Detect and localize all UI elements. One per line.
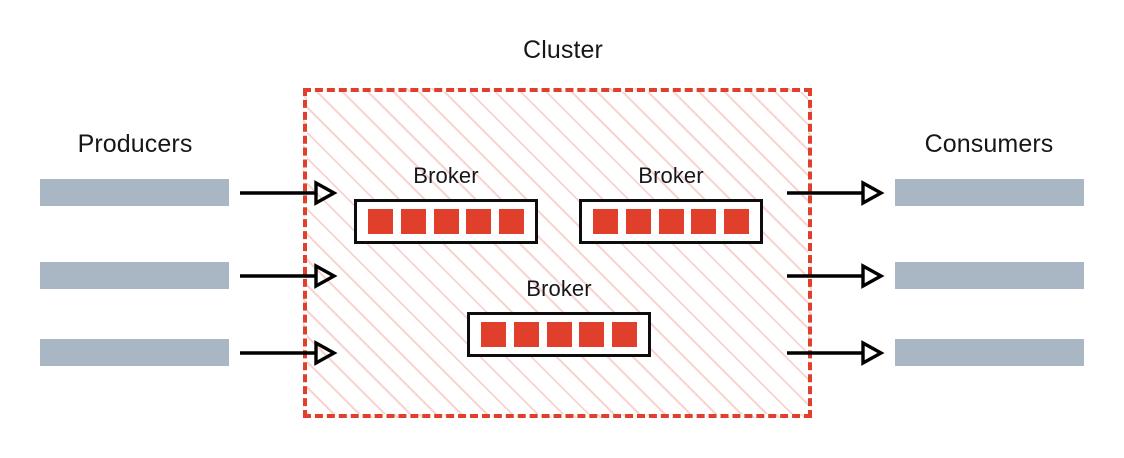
broker-1-label: Broker <box>413 163 479 188</box>
partition-cell <box>481 322 506 347</box>
consumer-arrow-3 <box>787 338 885 368</box>
broker-2[interactable] <box>579 199 763 244</box>
partition-cell <box>612 322 637 347</box>
partition-cell <box>658 209 684 234</box>
partition-cell <box>433 209 459 234</box>
consumers-title: Consumers <box>924 130 1054 158</box>
consumer-arrow-1 <box>787 178 885 208</box>
broker-2-label: Broker <box>638 163 704 188</box>
cluster-boundary <box>303 88 812 418</box>
partition-cell <box>724 209 749 234</box>
producer-bar-2[interactable] <box>40 262 229 289</box>
partition-cell <box>593 209 618 234</box>
partition-cell <box>625 209 651 234</box>
partition-cell <box>513 322 539 347</box>
producer-bar-3[interactable] <box>40 339 229 366</box>
consumer-bar-1[interactable] <box>895 179 1084 206</box>
partition-cell <box>400 209 426 234</box>
partition-cell <box>368 209 393 234</box>
cluster-title: Cluster <box>523 36 603 64</box>
partition-cell <box>499 209 524 234</box>
producers-title: Producers <box>77 130 193 158</box>
producer-arrow-1 <box>240 178 338 208</box>
partition-cell <box>546 322 572 347</box>
producer-arrow-3 <box>240 338 338 368</box>
broker-3-label: Broker <box>526 276 592 301</box>
broker-1[interactable] <box>354 199 538 244</box>
partition-cell <box>466 209 492 234</box>
consumer-arrow-2 <box>787 261 885 291</box>
partition-cell <box>691 209 717 234</box>
producer-bar-1[interactable] <box>40 179 229 206</box>
producer-arrow-2 <box>240 261 338 291</box>
consumer-bar-2[interactable] <box>895 262 1084 289</box>
partition-cell <box>579 322 605 347</box>
consumer-bar-3[interactable] <box>895 339 1084 366</box>
broker-3[interactable] <box>467 312 651 357</box>
